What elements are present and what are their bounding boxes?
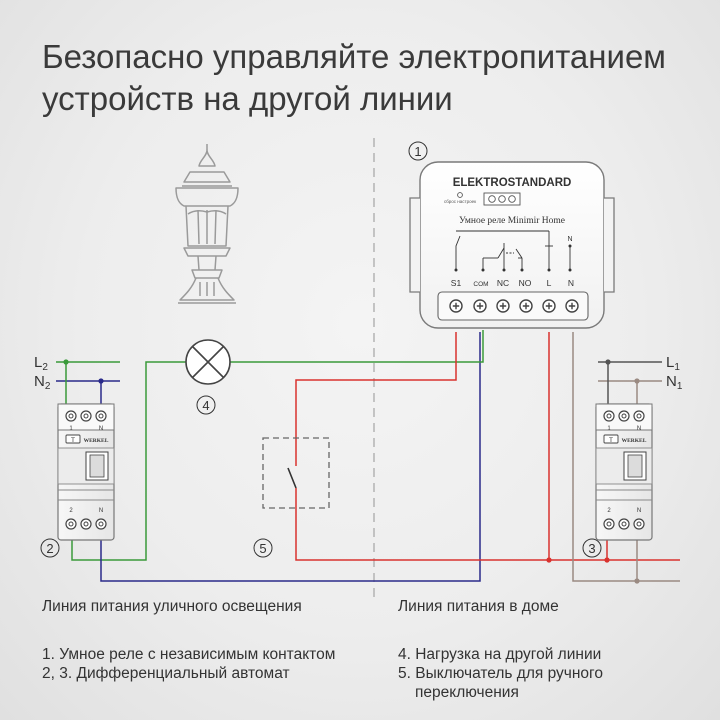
legend-item-5: 5. Выключатель для ручного: [398, 665, 603, 682]
title-line-2: устройств на другой линии: [42, 80, 453, 117]
svg-text:5: 5: [259, 541, 266, 556]
svg-text:N: N: [637, 508, 641, 514]
label-n1: N1: [666, 373, 683, 392]
svg-text:N: N: [637, 426, 641, 432]
lamp-load-icon: [185, 339, 231, 385]
marker-4: 4: [196, 395, 216, 415]
street-lamp-icon: [175, 144, 239, 304]
label-l2: L2: [34, 354, 48, 373]
wire-green-lamp: [71, 361, 186, 561]
legend-left: 1. Умное реле с независимым контактом 2,…: [42, 645, 335, 683]
reset-indicator: [457, 192, 463, 198]
legend-item-5-cont: переключения: [415, 684, 519, 701]
relay-brand: ELEKTROSTANDARD: [453, 177, 572, 189]
legend-item-1: 1. Умное реле с независимым контактом: [42, 646, 336, 663]
svg-text:1: 1: [607, 426, 611, 432]
relay-model: Умное реле Minimir Home: [459, 216, 565, 226]
terminal-label-n: N: [568, 278, 574, 288]
svg-text:2: 2: [69, 508, 73, 514]
wire-gray-n: [572, 332, 680, 582]
label-n2: N2: [34, 373, 51, 392]
svg-text:1: 1: [69, 426, 73, 432]
svg-text:4: 4: [202, 398, 209, 413]
svg-text:2: 2: [607, 508, 611, 514]
marker-3: 3: [582, 538, 602, 558]
left-breaker-brand: WERKEL: [84, 438, 109, 444]
wire-green-com: [230, 330, 484, 363]
terminal-label-l: L: [547, 278, 552, 288]
svg-text:1: 1: [414, 144, 421, 159]
legend-right: 4. Нагрузка на другой линии 5. Выключате…: [398, 645, 603, 702]
svg-text:2: 2: [46, 541, 53, 556]
left-breaker: 1 N T WERKEL 2 N: [57, 403, 115, 541]
svg-text:T: T: [71, 437, 75, 444]
caption-left: Линия питания уличного освещения: [42, 598, 302, 615]
legend-item-2-3: 2, 3. Дифференциальный автомат: [42, 665, 290, 682]
terminal-label-no: NO: [519, 278, 532, 288]
terminal-label-com: COM: [473, 281, 488, 288]
right-breaker: 1 N T WERKEL 2 N: [595, 403, 653, 541]
wire-red-switch: [295, 490, 680, 561]
right-breaker-brand: WERKEL: [622, 438, 647, 444]
smart-relay: ELEKTROSTANDARD сброс настроек Умное рел…: [409, 161, 615, 329]
title-line-1: Безопасно управляйте электропитанием: [42, 38, 666, 75]
svg-text:N: N: [99, 426, 103, 432]
terminal-block: [437, 291, 589, 321]
svg-text:T: T: [609, 437, 613, 444]
marker-2: 2: [40, 538, 60, 558]
wire-red-s1: [295, 332, 457, 460]
manual-switch: [262, 437, 330, 509]
relay-top-n: N: [567, 236, 572, 243]
caption-right: Линия питания в доме: [398, 598, 559, 615]
svg-text:3: 3: [588, 541, 595, 556]
marker-5: 5: [253, 538, 273, 558]
label-l1: L1: [666, 354, 680, 373]
marker-1: 1: [408, 141, 428, 161]
svg-text:N: N: [99, 508, 103, 514]
terminal-label-s1: S1: [451, 278, 462, 288]
reset-label: сброс настроек: [444, 199, 476, 204]
wire-blue-neutral: [100, 332, 481, 582]
legend-item-4: 4. Нагрузка на другой линии: [398, 646, 602, 663]
terminal-label-nc: NC: [497, 278, 509, 288]
page-title: Безопасно управляйте электропитанием уст…: [42, 36, 702, 120]
